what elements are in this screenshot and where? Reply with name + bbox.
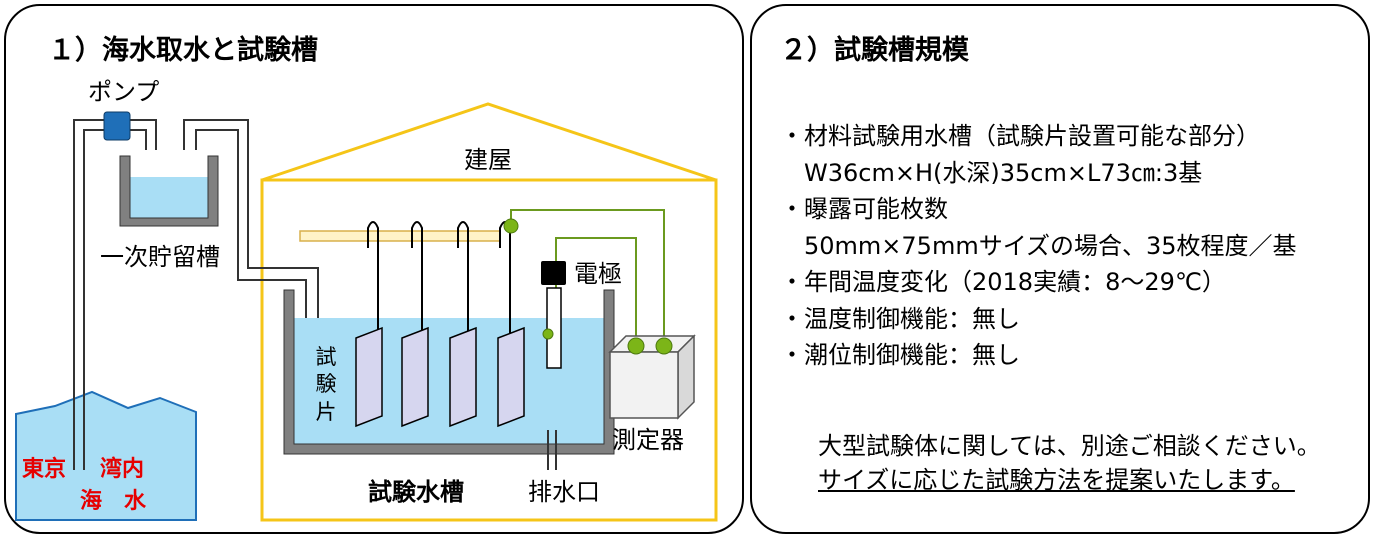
primary-tank-wall [119,155,219,227]
electrode-label: 電極 [574,260,622,288]
spec-item: ・温度制御機能：無し [780,304,1020,333]
sea-label-bay: 湾内 [100,456,144,482]
transfer-pipe-inner [195,129,307,318]
specimen-hanger [411,221,423,338]
primary-tank-water [130,177,208,219]
building [260,102,718,522]
spec-item: W36cm×H(水深)35cm×L73㎝:3基 [780,158,1203,187]
sea-label-tokyo: 東京 [22,456,66,482]
primary-tank-label: 一次貯留槽 [100,243,220,271]
test-specimen [449,326,477,428]
test-tank-wall [283,289,615,455]
test-specimen [355,326,383,428]
electrode-head [541,261,566,285]
spec-item: ・潮位制御機能：無し [780,341,1020,369]
specimen-label-2: 験 [316,372,337,396]
spec-item: ・年間温度変化（2018実績：8～29℃） [780,268,1226,296]
connection-dots [503,218,673,355]
sea-water [15,390,197,521]
building-roof [261,102,717,182]
specimen-hanger [367,221,379,338]
connection-dot [503,218,519,234]
wire-electrode [555,237,637,342]
scale-panel-title: ２）試験槽規模 [780,35,969,66]
intake-panel-title: １）海水取水と試験槽 [48,35,318,66]
sea-label-umi: 海 [80,488,102,514]
pump-label: ポンプ [88,78,159,106]
specimen-hanger [457,221,469,338]
spec-item: ・材料試験用水槽（試験片設置可能な部分） [780,122,1260,150]
building-label: 建屋 [464,146,512,174]
connection-dot [627,337,645,355]
wire-specimen [510,209,665,342]
test-specimen [497,326,525,428]
test-specimens [355,326,525,428]
tank-scale-panel [750,4,1370,534]
measurement-wiring [510,209,665,342]
hanging-rod [299,230,501,242]
proposal-note: サイズに応じた試験方法を提案いたします。 [818,466,1295,494]
specimen-label-3: 片 [316,400,337,424]
drain-label: 排水口 [528,478,600,506]
primary-storage-tank [119,155,219,227]
pump-icon [103,111,131,141]
connection-dot [542,328,554,340]
test-specimen [401,326,429,428]
consultation-note: 大型試験体に関しては、別途ご相談ください。 [818,432,1321,460]
connection-dot [655,337,673,355]
building-wall [260,178,718,522]
measuring-device-label: 測定器 [612,426,684,454]
electrode-rod [546,287,562,369]
measuring-device [608,334,696,420]
test-water-tank [283,289,615,470]
specimen-label-1: 試 [316,345,337,369]
tank-specification-list: ・材料試験用水槽（試験片設置可能な部分） W36cm×H(水深)35cm×L73… [780,118,1297,374]
test-tank-label: 試験水槽 [368,478,464,506]
sea-label-mizu: 水 [124,489,147,514]
transfer-pipe-outer [183,119,319,318]
spec-item: 50mm×75mmサイズの場合、35枚程度／基 [780,231,1297,260]
spec-item: ・曝露可能枚数 [780,195,948,223]
